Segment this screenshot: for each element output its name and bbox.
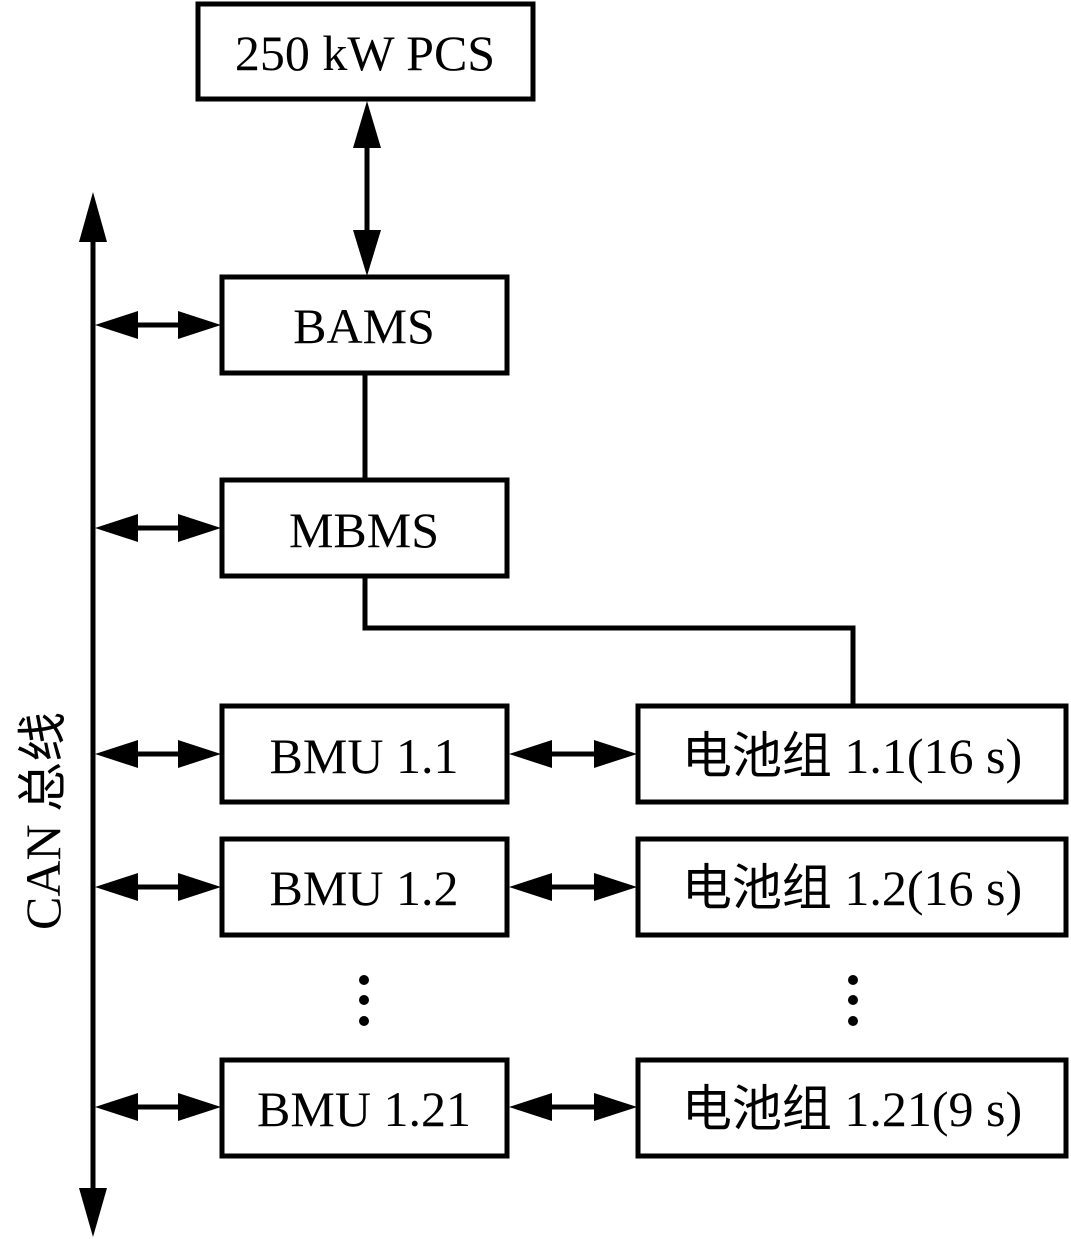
bams-box (219, 274, 510, 376)
arrow-right-icon (178, 311, 221, 339)
arrow-right-icon (178, 740, 221, 768)
battery-pack-label: 电池组 1.1(16 s) (682, 728, 1022, 784)
bmu-box (219, 703, 510, 805)
bmu-ellipsis-icon (359, 975, 369, 1026)
arrow-right-icon (594, 1093, 637, 1121)
battery-pack-node-1: 电池组 1.1(16 s) (635, 703, 1069, 805)
pcs-box (195, 1, 536, 102)
bus-arrows (95, 311, 637, 1121)
can-bus-label: CAN 总线 (15, 712, 71, 930)
battery-pack-box (635, 836, 1069, 938)
arrow-left-icon (509, 740, 552, 768)
battery-pack-node-21: 电池组 1.21(9 s) (635, 1057, 1069, 1159)
bus-mbms-link (95, 514, 221, 542)
bus-bams-link (95, 311, 221, 339)
bams-label: BAMS (293, 298, 435, 354)
bus-bmu-1-link (95, 740, 221, 768)
can-bus-arrow-up-icon (79, 192, 107, 242)
battery-pack-label: 电池组 1.2(16 s) (682, 860, 1022, 916)
arrow-left-icon (95, 740, 138, 768)
mbms-node: MBMS (219, 477, 510, 579)
mbms-pack-link (362, 576, 856, 705)
mbms-label: MBMS (289, 502, 439, 558)
arrow-right-icon (594, 740, 637, 768)
arrow-right-icon (178, 1093, 221, 1121)
arrow-left-icon (95, 1093, 138, 1121)
arrow-right-icon (594, 873, 637, 901)
arrow-left-icon (509, 1093, 552, 1121)
mbms-box (219, 477, 510, 579)
bmu-box (219, 836, 510, 938)
bmu-label: BMU 1.2 (270, 860, 459, 916)
arrow-right-icon (178, 873, 221, 901)
battery-pack-node-2: 电池组 1.2(16 s) (635, 836, 1069, 938)
pcs-node: 250 kW PCS (195, 1, 536, 102)
can-bus-arrow-down-icon (79, 1188, 107, 1237)
battery-pack-box (635, 1057, 1069, 1159)
can-bus (79, 192, 107, 1237)
bmu-label: BMU 1.1 (270, 728, 459, 784)
bmu-node-1: BMU 1.1 (219, 703, 510, 805)
pcs-label: 250 kW PCS (235, 25, 495, 81)
arrow-left-icon (95, 873, 138, 901)
arrow-right-icon (178, 514, 221, 542)
bus-bmu-21-link (95, 1093, 221, 1121)
bmu-pack-21-link (509, 1093, 637, 1121)
bmu-label: BMU 1.21 (257, 1081, 471, 1137)
bmu-node-2: BMU 1.2 (219, 836, 510, 938)
battery-pack-label: 电池组 1.21(9 s) (682, 1081, 1022, 1137)
arrow-down-icon (353, 230, 381, 276)
arrow-left-icon (95, 311, 138, 339)
arrow-left-icon (509, 873, 552, 901)
pack-ellipsis-icon (848, 975, 858, 1026)
bus-bmu-2-link (95, 873, 221, 901)
pcs-bams-link (353, 101, 381, 276)
bmu-box (219, 1057, 510, 1159)
bmu-pack-2-link (509, 873, 637, 901)
battery-pack-box (635, 703, 1069, 805)
bmu-pack-1-link (509, 740, 637, 768)
arrow-left-icon (95, 514, 138, 542)
arrow-up-icon (353, 101, 381, 148)
bams-node: BAMS (219, 274, 510, 376)
bmu-node-21: BMU 1.21 (219, 1057, 510, 1159)
